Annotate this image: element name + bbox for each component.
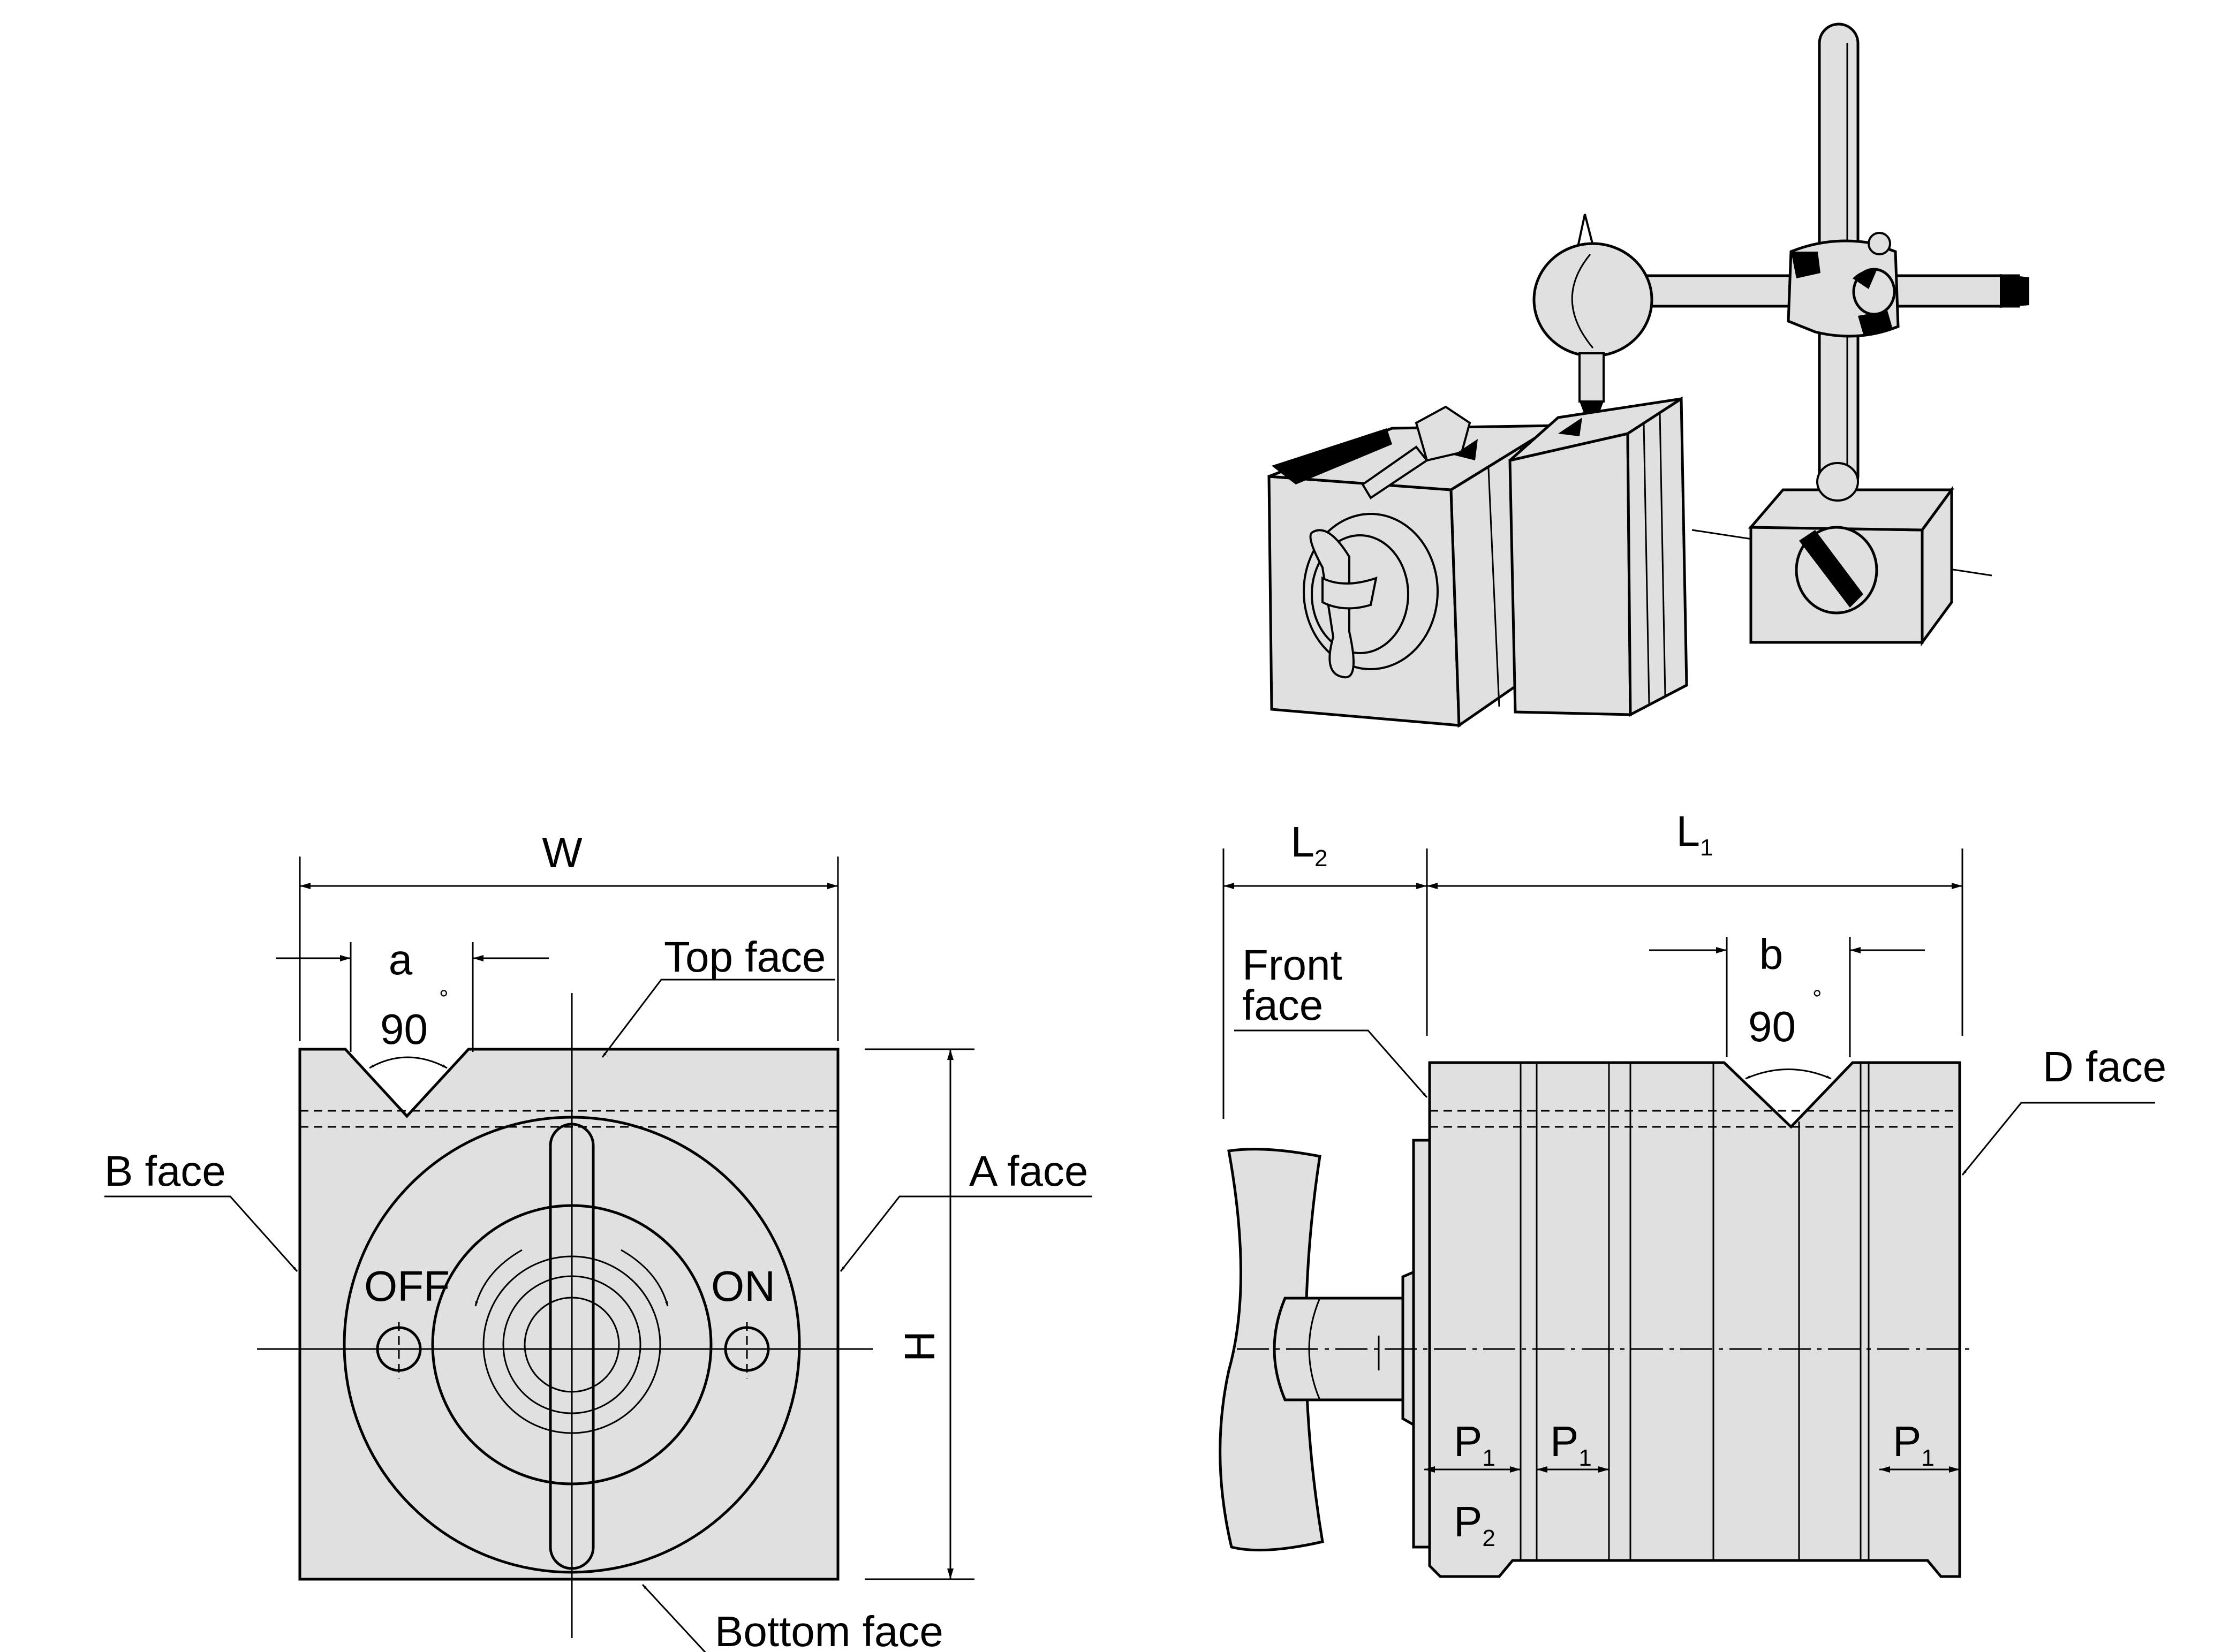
side-view-body bbox=[1428, 1061, 1961, 1578]
b-face-label: B face bbox=[104, 1147, 226, 1195]
on-label: ON bbox=[711, 1262, 775, 1310]
magnetic-base bbox=[1748, 462, 1954, 647]
front-face-label-line1: Front bbox=[1242, 941, 1342, 989]
front-view-body bbox=[298, 1048, 840, 1581]
dimension-h-label: H bbox=[896, 1331, 943, 1362]
dimension-w-label: W bbox=[542, 829, 583, 876]
dimension-l1-label: L1 bbox=[1676, 807, 1713, 861]
d-face-label: D face bbox=[2043, 1043, 2166, 1090]
degree-symbol-front: ° bbox=[439, 986, 449, 1012]
side-view-knob bbox=[1219, 1148, 1324, 1552]
front-face-label-line2: face bbox=[1242, 981, 1323, 1029]
p1-label-3: P1 bbox=[1893, 1418, 1935, 1471]
p1-label-2: P1 bbox=[1550, 1418, 1592, 1471]
dimension-b-label: b bbox=[1759, 930, 1784, 978]
off-label: OFF bbox=[364, 1262, 450, 1310]
isometric-setup-illustration bbox=[1267, 22, 2029, 728]
p1-label-1: P1 bbox=[1454, 1418, 1495, 1471]
a-face-label: A face bbox=[969, 1147, 1088, 1195]
v-block-isometric bbox=[1267, 396, 1688, 728]
bottom-face-label: Bottom face bbox=[715, 1608, 943, 1652]
dimension-l2-label: L2 bbox=[1291, 818, 1328, 872]
angle-90-label-front: 90 bbox=[380, 1005, 428, 1053]
dial-indicator bbox=[1532, 214, 1653, 423]
p2-label: P2 bbox=[1454, 1498, 1495, 1551]
angle-90-label-side: 90 bbox=[1748, 1003, 1796, 1050]
front-view: W a 90 ° H Top face B face A face Bottom… bbox=[104, 829, 1092, 1652]
dimension-a-label: a bbox=[389, 936, 413, 983]
degree-symbol-side: ° bbox=[1812, 986, 1822, 1012]
stand-clamp bbox=[1787, 232, 1900, 338]
top-face-label: Top face bbox=[664, 933, 826, 981]
side-view: L2 L1 b 90 ° Front face D face P1 P1 P1 … bbox=[1219, 807, 2166, 1578]
